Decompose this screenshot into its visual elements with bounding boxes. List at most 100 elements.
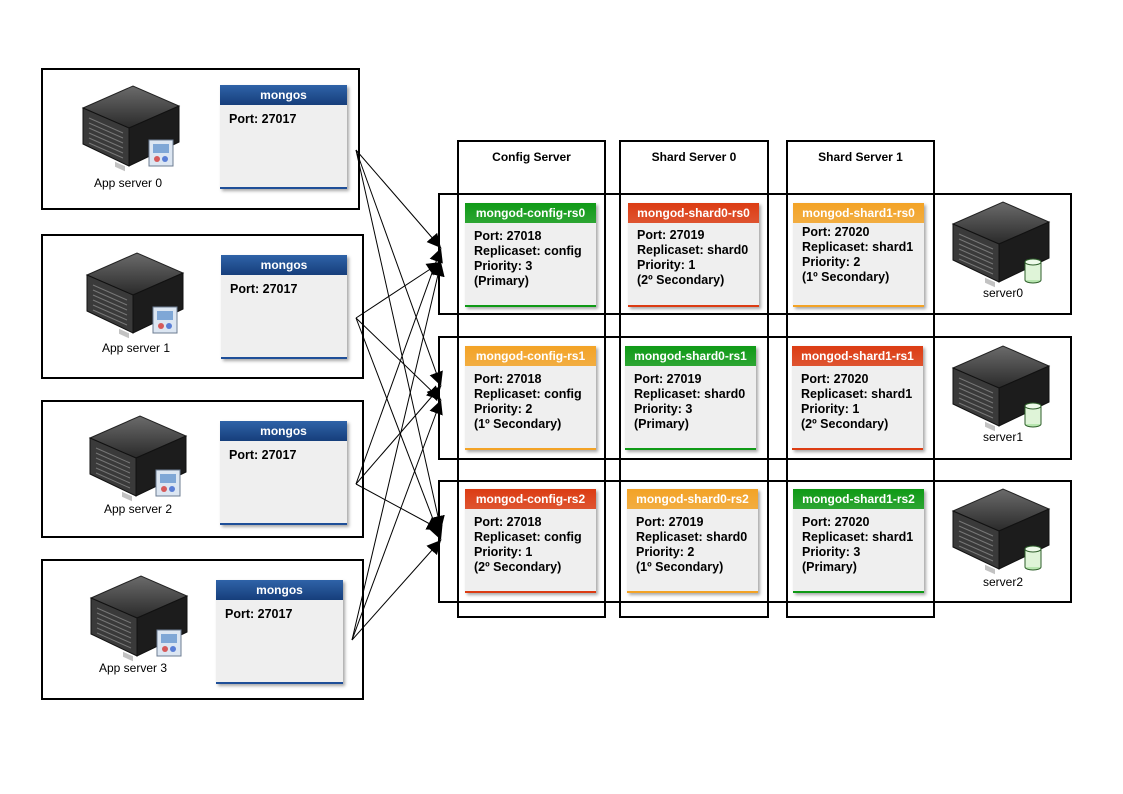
shard-server-1-column-frame: [786, 140, 935, 618]
mongos-port: Port: 27017: [229, 448, 297, 462]
mongod-port: Port: 27019: [636, 515, 704, 529]
mongod-card: mongod-config-rs0 Port: 27018 Replicaset…: [465, 203, 596, 307]
mongos-box: mongos Port: 27017: [220, 85, 347, 189]
mongod-priority: Priority: 1: [637, 258, 696, 272]
db-server-icon: [951, 488, 1051, 575]
column-header-config: Config Server: [492, 150, 571, 164]
mongod-card-details: Port: 27018 Replicaset: config Priority:…: [465, 509, 596, 575]
mongod-card-bottom-bar: [793, 305, 924, 307]
db-server-icon: [951, 345, 1051, 432]
mongod-card-details: Port: 27020 Replicaset: shard1 Priority:…: [792, 366, 923, 432]
connection-arrow: [355, 149, 443, 387]
mongod-card-title: mongod-config-rs1: [465, 346, 596, 366]
app-server-3: App server 3: [78, 570, 198, 685]
app-server-2-frame: [41, 400, 364, 538]
app-server-icon: [85, 252, 185, 339]
mongos-bottom-bar: [216, 682, 343, 684]
shard-server-0-column-frame: [619, 140, 769, 618]
mongod-card-details: Port: 27020 Replicaset: shard1 Priority:…: [793, 509, 924, 575]
mongod-card-details: Port: 27019 Replicaset: shard0 Priority:…: [627, 509, 758, 575]
mongod-priority: Priority: 3: [474, 259, 533, 273]
mongos-box: mongos Port: 27017: [220, 421, 347, 525]
mongod-replicaset: Replicaset: shard0: [637, 243, 749, 257]
connection-arrow: [355, 317, 443, 541]
mongod-card-title: mongod-shard0-rs2: [627, 489, 758, 509]
db-server-icon: [951, 201, 1051, 288]
mongod-replicaset: Replicaset: shard1: [802, 240, 914, 254]
mongod-card-details: Port: 27019 Replicaset: shard0 Priority:…: [628, 223, 759, 288]
mongod-role: (Primary): [634, 417, 689, 431]
mongod-port: Port: 27018: [474, 229, 542, 243]
app-server-label: App server 2: [103, 502, 173, 516]
mongod-role: (Primary): [802, 560, 857, 574]
app-server-0: App server 0: [70, 80, 190, 195]
mongod-priority: Priority: 3: [802, 545, 861, 559]
mongos-bottom-bar: [221, 357, 347, 359]
app-server-icon: [89, 575, 189, 662]
mongod-replicaset: Replicaset: config: [474, 244, 582, 258]
mongos-title: mongos: [216, 580, 343, 600]
column-header-shard1: Shard Server 1: [818, 150, 903, 164]
mongod-port: Port: 27018: [474, 515, 542, 529]
app-server-1-frame: [41, 234, 364, 379]
server0-row-frame: [438, 193, 1072, 315]
mongos-bottom-bar: [220, 523, 347, 525]
mongod-replicaset: Replicaset: shard0: [634, 387, 746, 401]
mongos-bottom-bar: [220, 187, 347, 189]
mongod-card-bottom-bar: [792, 448, 923, 450]
mongos-title: mongos: [220, 421, 347, 441]
mongod-card-title: mongod-shard1-rs0: [793, 203, 924, 223]
mongod-replicaset: Replicaset: shard0: [636, 530, 748, 544]
connection-arrow: [355, 317, 442, 401]
mongod-card-bottom-bar: [465, 305, 596, 307]
mongod-role: (1º Secondary): [474, 417, 562, 431]
app-server-icon: [88, 415, 188, 502]
mongod-card: mongod-shard0-rs2 Port: 27019 Replicaset…: [627, 489, 758, 593]
mongod-card-bottom-bar: [627, 591, 758, 593]
mongod-card: mongod-shard1-rs0 Port: 27020 Replicaset…: [793, 203, 924, 307]
mongod-replicaset: Replicaset: shard1: [801, 387, 913, 401]
connection-arrow: [355, 247, 443, 485]
mongos-title: mongos: [221, 255, 347, 275]
server0: server0: [945, 196, 1065, 306]
server2: server2: [945, 483, 1065, 593]
mongod-card-details: Port: 27018 Replicaset: config Priority:…: [465, 223, 596, 289]
mongod-port: Port: 27019: [637, 228, 705, 242]
mongod-card-bottom-bar: [465, 591, 596, 593]
mongod-priority: Priority: 2: [474, 402, 533, 416]
mongod-role: (Primary): [474, 274, 529, 288]
mongod-role: (1º Secondary): [802, 270, 890, 284]
connection-arrow: [351, 539, 442, 641]
mongod-card: mongod-shard1-rs1 Port: 27020 Replicaset…: [792, 346, 923, 450]
mongod-card-bottom-bar: [628, 305, 759, 307]
server1: server1: [945, 340, 1065, 450]
mongod-port: Port: 27018: [474, 372, 542, 386]
connection-arrow: [355, 149, 442, 249]
mongod-priority: Priority: 1: [801, 402, 860, 416]
connection-arrow: [355, 261, 442, 319]
mongod-port: Port: 27020: [801, 372, 869, 386]
mongod-card-bottom-bar: [465, 448, 596, 450]
mongod-card: mongod-shard0-rs0 Port: 27019 Replicaset…: [628, 203, 759, 307]
mongod-card-title: mongod-config-rs0: [465, 203, 596, 223]
mongod-replicaset: Replicaset: config: [474, 530, 582, 544]
app-server-label: App server 0: [93, 176, 163, 190]
app-server-label: App server 1: [101, 341, 171, 355]
mongod-card-bottom-bar: [793, 591, 924, 593]
mongod-card-title: mongod-shard0-rs0: [628, 203, 759, 223]
mongod-role: (2º Secondary): [637, 273, 725, 287]
server-label: server2: [982, 575, 1023, 589]
mongod-card: mongod-config-rs1 Port: 27018 Replicaset…: [465, 346, 596, 450]
mongod-port: Port: 27019: [634, 372, 702, 386]
connection-arrow: [351, 261, 445, 641]
mongod-port: Port: 27020: [802, 515, 870, 529]
mongod-role: (2º Secondary): [801, 417, 889, 431]
app-server-label: App server 3: [98, 661, 168, 675]
server-label: server0: [982, 286, 1023, 300]
mongod-card-title: mongod-shard1-rs2: [793, 489, 924, 509]
mongos-port: Port: 27017: [229, 112, 297, 126]
connection-arrow: [355, 385, 442, 485]
mongod-role: (2º Secondary): [474, 560, 562, 574]
server2-row-frame: [438, 480, 1072, 603]
